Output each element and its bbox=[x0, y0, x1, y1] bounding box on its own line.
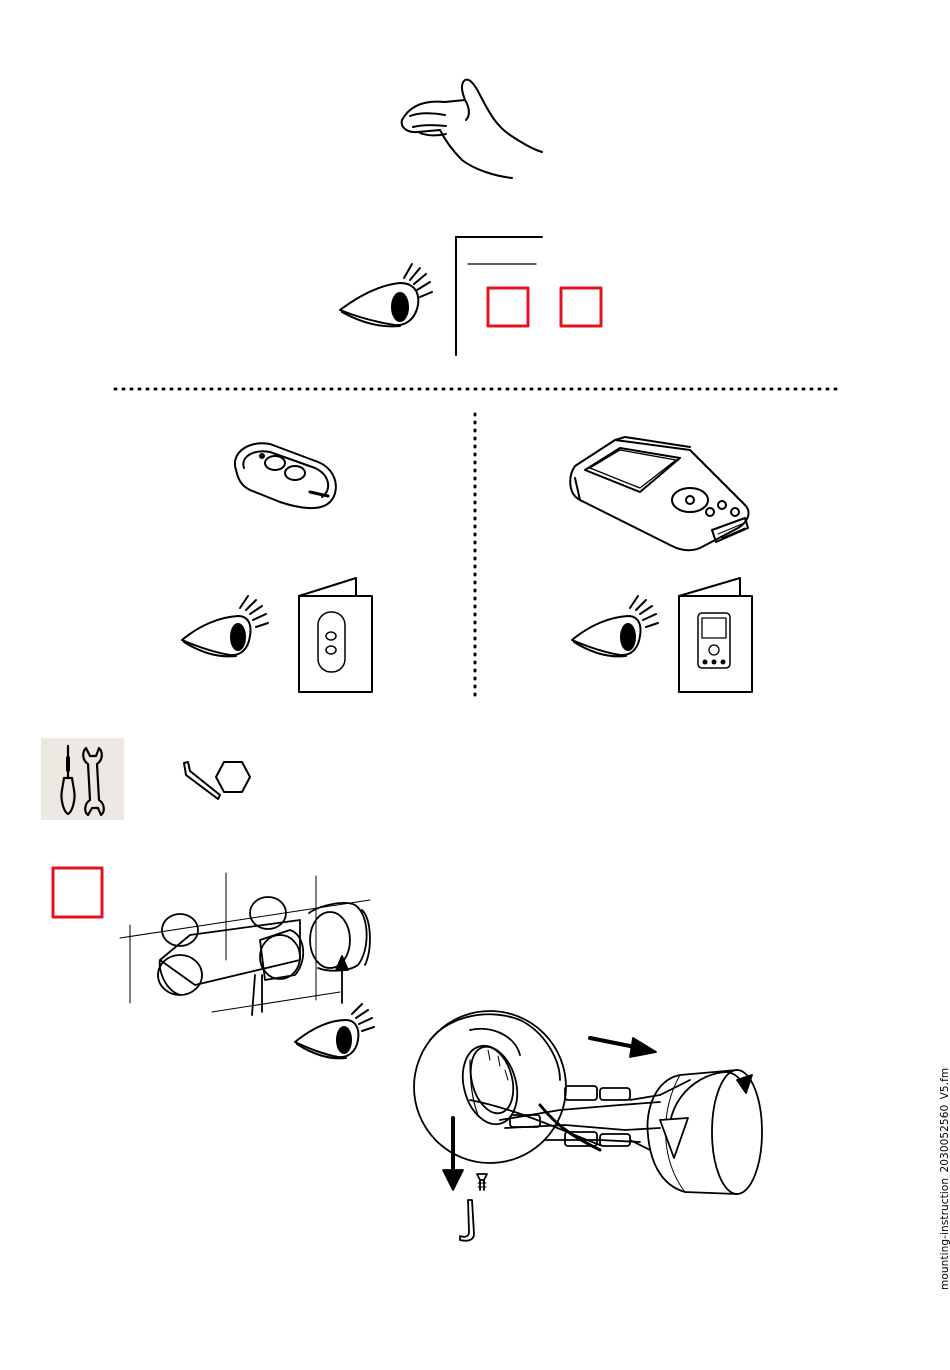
eye-icon bbox=[340, 264, 432, 326]
tools-icon bbox=[41, 738, 124, 820]
eye-icon bbox=[295, 1004, 374, 1058]
eye-icon bbox=[182, 596, 268, 656]
red-square-marker bbox=[561, 288, 601, 326]
manual-booklet-icon bbox=[679, 578, 752, 692]
programming-device bbox=[570, 437, 748, 550]
footer-filename: mounting-instruction_20300525​60_V5.fm bbox=[939, 1068, 950, 1290]
remote-control bbox=[235, 443, 336, 508]
mixer-assembly bbox=[120, 873, 370, 1015]
hexagon-icon bbox=[216, 762, 250, 792]
manual-booklet-icon bbox=[299, 578, 372, 692]
hand-icon bbox=[402, 80, 542, 178]
red-square-marker bbox=[53, 868, 102, 917]
eye-icon bbox=[572, 596, 658, 656]
red-square-marker bbox=[488, 288, 528, 326]
detail-view bbox=[414, 1011, 762, 1241]
hex-key-icon bbox=[184, 762, 220, 799]
